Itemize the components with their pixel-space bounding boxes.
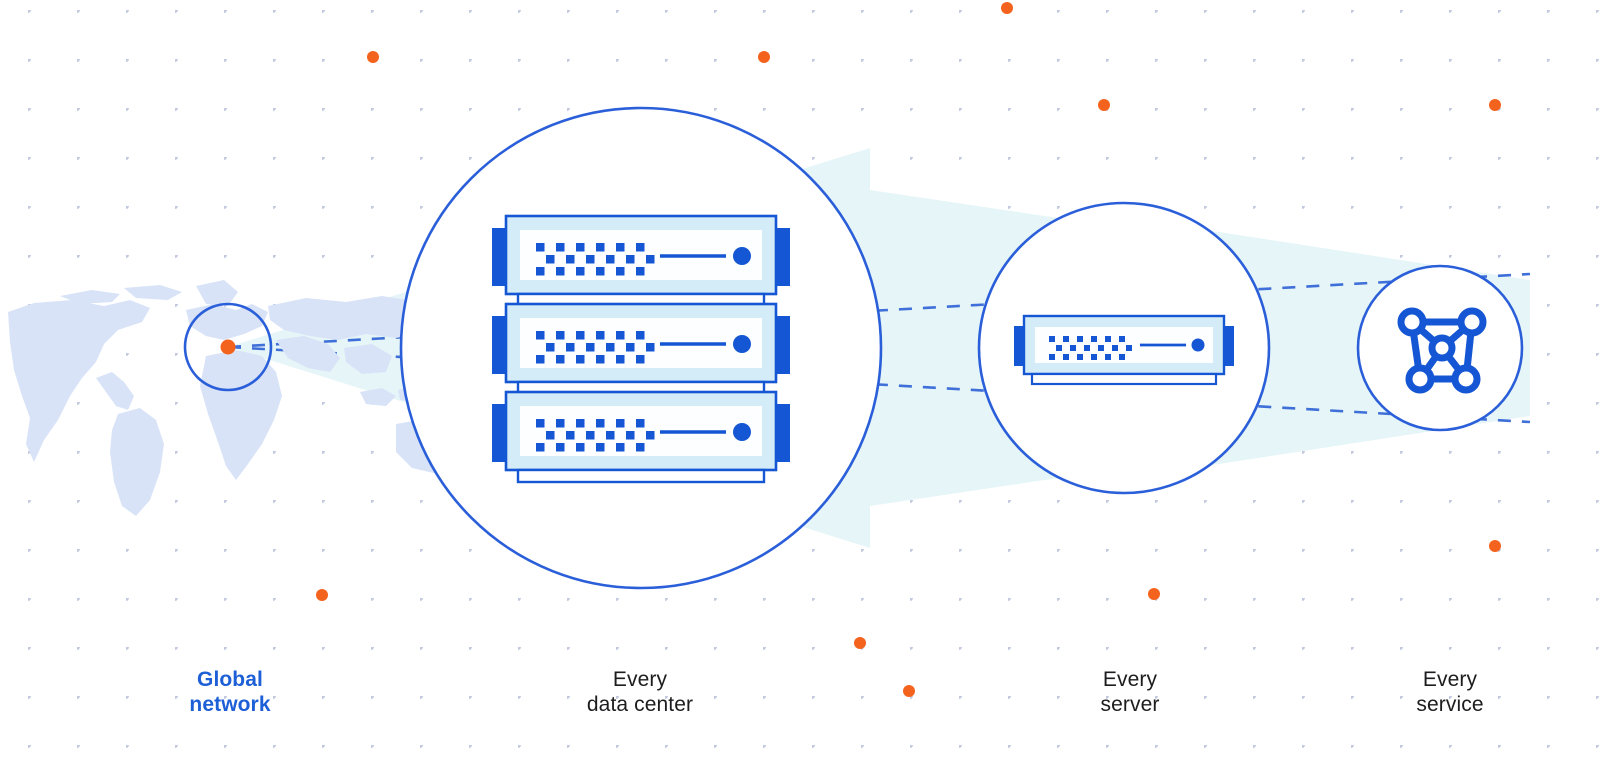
graph-node	[1405, 364, 1435, 394]
server-unit	[492, 302, 790, 396]
single-server-icon	[1014, 314, 1234, 386]
server-status-led	[733, 423, 751, 441]
stage-label-global-network: Global network	[189, 668, 271, 716]
stage-circle-server[interactable]	[977, 201, 1271, 495]
server-port-grid	[1049, 336, 1132, 360]
graph-node	[1457, 307, 1487, 337]
accent-dot-group	[316, 2, 1501, 697]
graph-node	[1397, 307, 1427, 337]
accent-dot	[367, 51, 379, 63]
graph-node-center	[1428, 334, 1456, 362]
stage-label-data-center: Every data center	[586, 668, 694, 716]
server-status-led	[1191, 338, 1205, 352]
accent-dot	[1489, 99, 1501, 111]
server-unit	[492, 214, 790, 308]
accent-dot	[1148, 588, 1160, 600]
server-status-led	[733, 335, 751, 353]
stage-circle-global-network[interactable]	[183, 302, 273, 392]
stage-circle-data-center[interactable]	[399, 106, 883, 590]
location-pin-marker	[220, 339, 236, 355]
server-port-grid	[536, 243, 655, 276]
accent-dot	[1489, 540, 1501, 552]
stage-circle-service[interactable]	[1356, 264, 1524, 432]
server-port-grid	[536, 331, 655, 364]
server-unit	[492, 390, 790, 484]
network-node-graph-icon	[1397, 307, 1487, 394]
accent-dot	[758, 51, 770, 63]
accent-dot	[903, 685, 915, 697]
accent-dot	[1001, 2, 1013, 14]
graph-node	[1451, 364, 1481, 394]
stage-label-server: Every server	[1100, 668, 1160, 716]
server-status-led	[733, 247, 751, 265]
accent-dot	[854, 637, 866, 649]
accent-dot	[1098, 99, 1110, 111]
stage-label-service: Every service	[1416, 668, 1484, 716]
server-rack-icon	[492, 214, 790, 484]
accent-dot	[316, 589, 328, 601]
server-port-grid	[536, 419, 655, 452]
